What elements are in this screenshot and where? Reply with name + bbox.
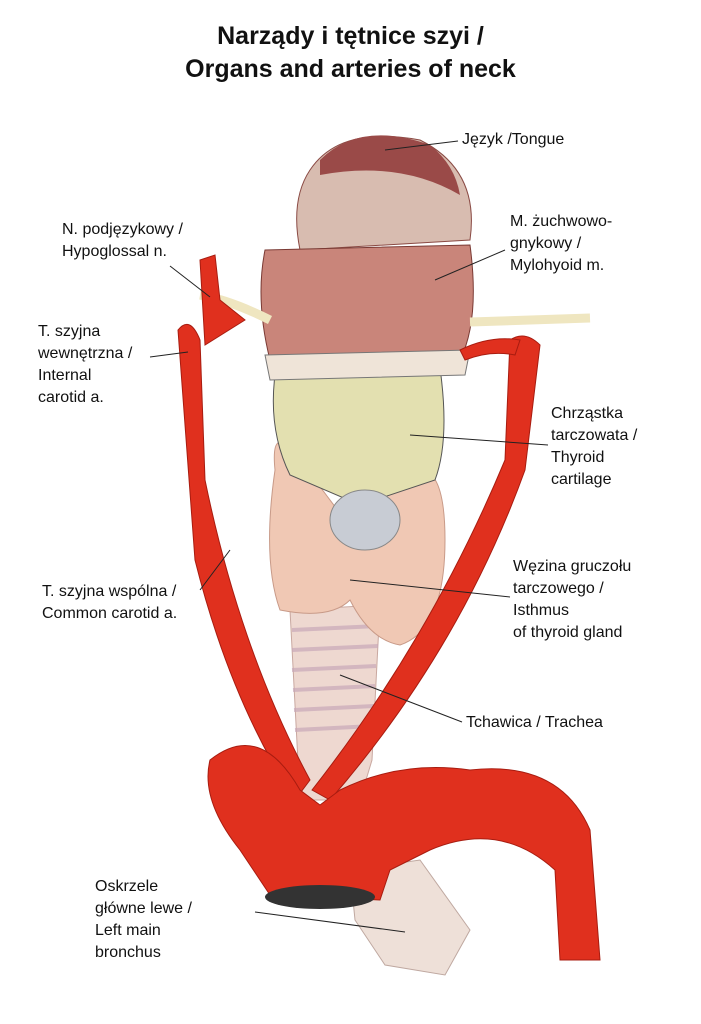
label-line: tarczowego /: [513, 580, 604, 597]
left-carotid: [177, 323, 311, 801]
trachea: [289, 604, 381, 801]
title-english: Organs and arteries of neck: [185, 55, 516, 83]
label-line: wewnętrzna /: [38, 345, 133, 362]
right-external-carotid: [459, 338, 521, 361]
label-line: Oskrzele: [95, 878, 159, 895]
cricoid-area: [329, 489, 401, 551]
mylohyoid-muscle: [260, 244, 474, 361]
label-internal-carotid: T. szyjna wewnętrzna / Internal carotid …: [38, 321, 132, 409]
label-line: gnykowy /: [510, 235, 582, 252]
label-line: of thyroid gland: [513, 624, 623, 641]
label-tongue: Język /Tongue: [462, 129, 564, 151]
label-line: tarczowata /: [551, 427, 638, 444]
hypoglossal-nerve-right: [469, 313, 591, 327]
hyoid: [264, 349, 471, 381]
label-line: Common carotid a.: [42, 605, 178, 622]
label-line: N. podjęzykowy /: [62, 221, 183, 238]
label-thyroid-cartilage: Chrząstka tarczowata / Thyroid cartilage: [551, 403, 637, 491]
tongue-dorsum: [320, 135, 460, 195]
label-line: Left main: [95, 922, 161, 939]
label-line: M. żuchwowo-: [510, 213, 613, 230]
aortic-arch: [207, 745, 601, 961]
label-line: Chrząstka: [551, 405, 624, 422]
label-line: Język /Tongue: [462, 131, 565, 148]
label-line: T. szyjna wspólna /: [42, 583, 177, 600]
right-carotid: [311, 335, 541, 801]
title-polish: Narządy i tętnice szyi /: [217, 22, 484, 50]
label-line: T. szyjna: [38, 323, 101, 340]
label-hypoglossal: N. podjęzykowy / Hypoglossal n.: [62, 219, 183, 263]
label-line: Tchawica / Trachea: [466, 714, 603, 731]
arteries: [177, 254, 601, 961]
left-external-carotid: [199, 254, 246, 346]
label-line: Isthmus: [513, 602, 570, 619]
leader-lines: [149, 140, 549, 933]
label-line: Internal: [38, 367, 92, 384]
label-mylohyoid: M. żuchwowo- gnykowy / Mylohyoid m.: [510, 211, 612, 277]
label-line: Węzina gruczołu: [513, 558, 632, 575]
label-line: Hypoglossal n.: [62, 243, 167, 260]
label-isthmus: Węzina gruczołu tarczowego / Isthmus of …: [513, 556, 631, 644]
label-common-carotid: T. szyjna wspólna / Common carotid a.: [42, 581, 177, 625]
label-trachea: Tchawica / Trachea: [466, 712, 603, 734]
label-line: Mylohyoid m.: [510, 257, 605, 274]
label-line: cartilage: [551, 471, 612, 488]
page-title: Narządy i tętnice szyi / Organs and arte…: [0, 20, 701, 86]
thyroid-cartilage: [272, 367, 445, 506]
label-line: bronchus: [95, 944, 161, 961]
label-bronchus: Oskrzele główne lewe / Left main bronchu…: [95, 876, 192, 964]
label-line: carotid a.: [38, 389, 104, 406]
bronchus-opening: [265, 885, 375, 909]
label-line: Thyroid: [551, 449, 605, 466]
label-line: główne lewe /: [95, 900, 192, 917]
